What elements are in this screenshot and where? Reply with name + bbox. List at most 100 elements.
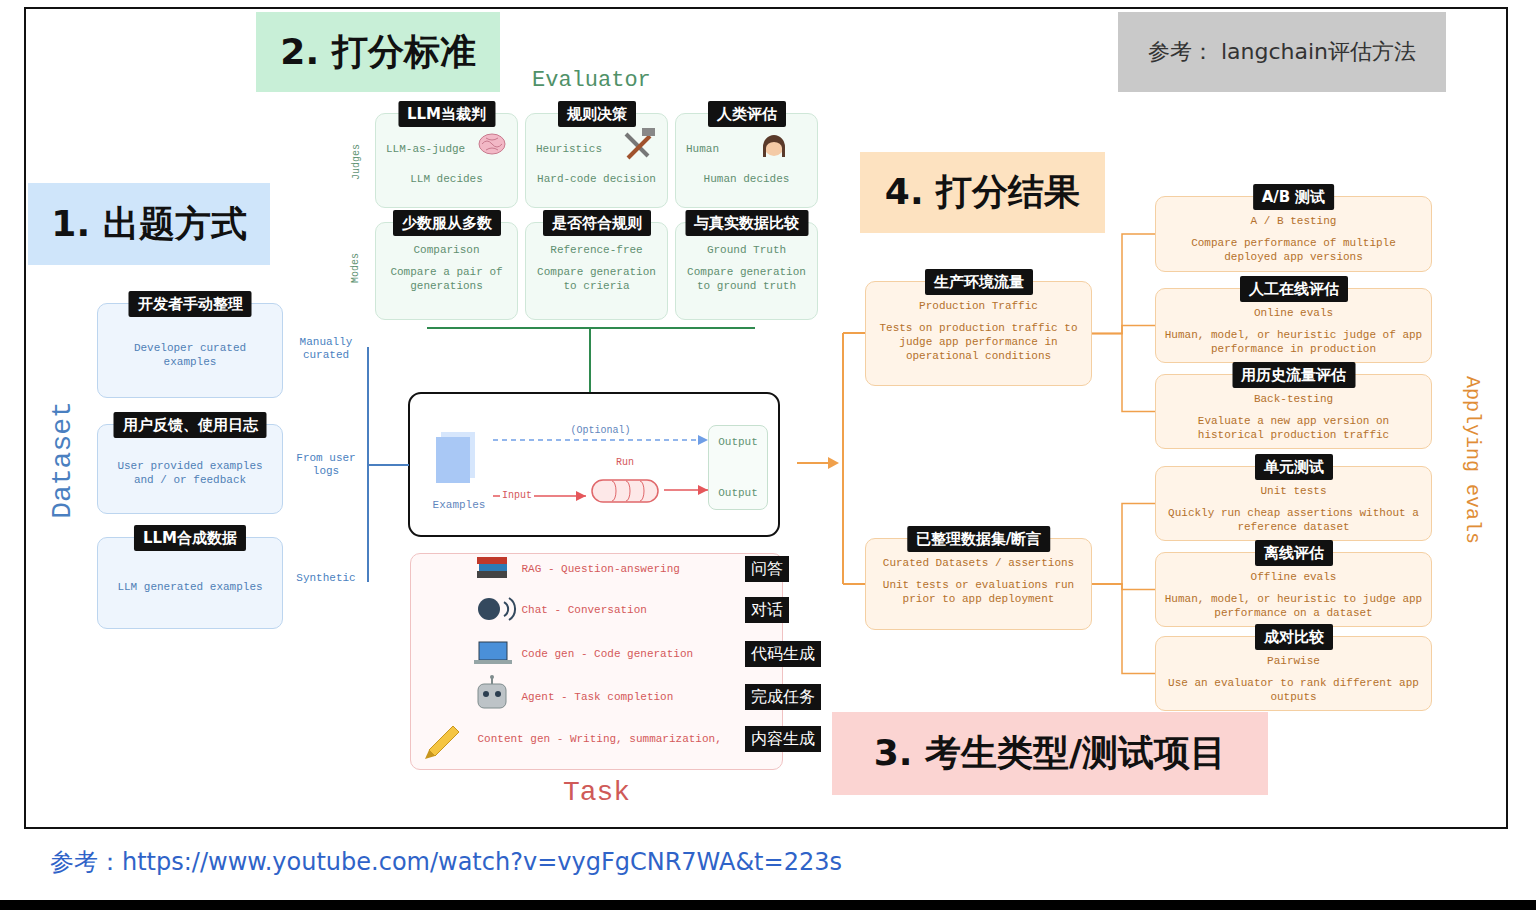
examples-icon — [436, 437, 470, 483]
source-label: From user logs — [293, 452, 359, 478]
caption: 参考：https://www.youtube.com/watch?v=vygFg… — [50, 846, 842, 878]
section-heading: 参考： langchain评估方法 — [1148, 37, 1416, 67]
slide-frame — [25, 8, 1507, 828]
tag-label: 生产环境流量 — [925, 269, 1033, 295]
tools-icon — [642, 128, 655, 136]
apply-arrowhead — [828, 457, 839, 469]
dataset-box: 用户反馈、使用日志User provided examples and / or… — [97, 424, 283, 514]
examples-icon: Examples — [425, 428, 493, 512]
mode-name: Unit tests — [1260, 484, 1326, 498]
tag-label: 与真实数据比较 — [685, 210, 808, 236]
apply-arrow — [797, 462, 830, 464]
section-heading: 4. 打分结果 — [885, 168, 1080, 217]
task-row: Chat - Conversation 对话 — [522, 594, 835, 627]
connector — [1092, 234, 1155, 334]
laptop-icon — [474, 660, 512, 664]
run-pipe — [592, 480, 658, 502]
tag-label: 少数服从多数 — [393, 210, 501, 236]
task-row: Code gen - Code generation代码生成 — [522, 638, 835, 671]
task-name: Code gen - Code generation — [522, 647, 741, 661]
judge-box: 规则决策HeuristicsHard-code decision — [525, 113, 668, 208]
apply-branch — [843, 583, 865, 585]
tools-icon — [628, 136, 650, 158]
task-row: Agent - Task completion完成任务 — [522, 681, 835, 714]
source-label: Synthetic — [293, 572, 359, 585]
source-label: Manually curated — [293, 336, 359, 362]
row-label: Judges — [351, 144, 363, 180]
section-box: 4. 打分结果 — [860, 152, 1105, 233]
description: Unit tests or evaluations run prior to a… — [874, 578, 1083, 606]
run-box: Run — [586, 456, 664, 504]
mode-name: Pairwise — [1267, 654, 1320, 668]
flow-label: Run — [616, 456, 634, 469]
robot-icon — [483, 691, 489, 697]
task-badge: 对话 — [745, 597, 789, 623]
robot-icon — [490, 675, 494, 679]
eval-box: 单元测试Unit testsQuickly run cheap assertio… — [1155, 466, 1432, 541]
description: Developer curated examples — [106, 341, 274, 369]
eval-box: 已整理数据集/断言Curated Datasets / assertionsUn… — [865, 538, 1092, 630]
pen-icon — [429, 726, 459, 756]
human-icon — [764, 136, 784, 156]
section-label: Dataset — [46, 401, 80, 519]
books-icon — [479, 564, 507, 571]
section-box: 1. 出题方式 — [28, 183, 270, 265]
icon-layer — [526, 114, 669, 209]
mode-name: Curated Datasets / assertions — [883, 556, 1074, 570]
task-name: Chat - Conversation — [522, 603, 741, 617]
tag-label: 用历史流量评估 — [1232, 362, 1355, 388]
eval-box: 离线评估Offline evalsHuman, model, or heuris… — [1155, 552, 1432, 627]
human-icon — [763, 135, 785, 157]
tag-label: 开发者手动整理 — [129, 291, 252, 317]
bottom-bar — [0, 900, 1536, 910]
description: Compare performance of multiple deployed… — [1164, 236, 1423, 264]
task-name: Content gen - Writing, summarization, — [478, 732, 741, 746]
description: Tests on production traffic to judge app… — [874, 321, 1083, 363]
dataset-box: 开发者手动整理Developer curated examples — [97, 303, 283, 398]
tools-icon — [626, 134, 648, 156]
tag-label: 规则决策 — [558, 101, 636, 127]
tag-label: 人工在线评估 — [1240, 276, 1348, 302]
description: LLM decides — [410, 172, 483, 186]
connector — [1092, 584, 1155, 590]
tag-label: 用户反馈、使用日志 — [114, 412, 267, 438]
description: Use an evaluator to rank different app o… — [1164, 676, 1423, 704]
task-badge: 内容生成 — [745, 726, 821, 752]
task-badge: 问答 — [745, 556, 789, 582]
mode-name: Comparison — [413, 243, 479, 257]
task-box: TaskRAG - Question-answering问答Chat - Con… — [410, 553, 783, 770]
eval-box: 生产环境流量Production TrafficTests on product… — [865, 281, 1092, 386]
pen-icon — [425, 750, 435, 759]
mode-name: Human — [684, 142, 719, 156]
section-heading: 1. 出题方式 — [51, 200, 246, 249]
task-title: Task — [411, 777, 782, 809]
brain-icon — [479, 134, 505, 154]
eval-box: A/B 测试A / B testingCompare performance o… — [1155, 196, 1432, 272]
description: Human, model, or heuristic judge of app … — [1164, 328, 1423, 356]
tag-label: 单元测试 — [1255, 454, 1333, 480]
books-icon — [477, 557, 507, 564]
section-box: 3. 考生类型/测试项目 — [832, 712, 1268, 795]
robot-icon — [478, 684, 506, 708]
description: Compare a pair of generations — [384, 265, 509, 293]
laptop-icon — [479, 642, 507, 660]
description: Human decides — [704, 172, 790, 186]
task-name: Agent - Task completion — [522, 690, 741, 704]
mode-name: Production Traffic — [919, 299, 1038, 313]
dataset-link — [368, 464, 409, 466]
eval-box: 人工在线评估Online evalsHuman, model, or heuri… — [1155, 288, 1432, 363]
section-label: Applying evals — [1460, 376, 1484, 544]
eval-box: 用历史流量评估Back-testingEvaluate a new app ve… — [1155, 374, 1432, 449]
tag-label: 离线评估 — [1255, 540, 1333, 566]
eval-box: 成对比较PairwiseUse an evaluator to rank dif… — [1155, 636, 1432, 711]
tag-label: LLM当裁判 — [398, 101, 495, 127]
section-box: 参考： langchain评估方法 — [1118, 12, 1446, 92]
tag-label: 人类评估 — [708, 101, 786, 127]
tag-label: 成对比较 — [1255, 624, 1333, 650]
mode-name: Offline evals — [1251, 570, 1337, 584]
tag-label: LLM合成数据 — [134, 525, 246, 551]
mode-name: A / B testing — [1251, 214, 1337, 228]
mode-name: Online evals — [1254, 306, 1333, 320]
